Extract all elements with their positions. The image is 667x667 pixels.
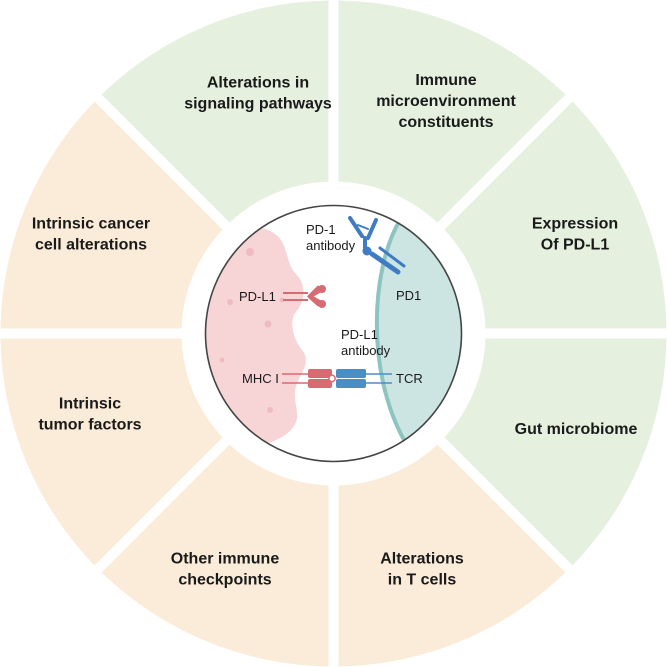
pdl1-antibody-label-line: PD-L1 xyxy=(341,327,378,342)
pd1-antibody-label-line: antibody xyxy=(306,238,356,253)
segment-label-line: checkpoints xyxy=(178,572,271,589)
segment-label-line: constituents xyxy=(398,114,493,131)
cell-dot xyxy=(267,407,273,413)
pd1-antibody-label: PD-1 antibody xyxy=(306,222,356,253)
segment-signaling xyxy=(338,0,566,223)
segment-label-line: microenvironment xyxy=(376,93,516,110)
cell-dot xyxy=(279,297,285,303)
segment-immune-micro xyxy=(444,101,667,329)
segment-cancer-cell xyxy=(101,0,329,223)
segment-label-line: Of PD-L1 xyxy=(541,237,610,254)
segment-label-tumor: Intrinsic tumor factors xyxy=(38,396,141,434)
tcr-label: TCR xyxy=(396,371,423,386)
segment-label-line: Gut microbiome xyxy=(515,421,638,438)
segment-label-signaling: Alterations in signaling pathways xyxy=(184,75,332,113)
segment-tcells xyxy=(101,444,329,667)
segment-labels: Alterations in signaling pathways Immune mi… xyxy=(32,72,638,589)
cell-dot xyxy=(227,299,233,305)
segment-label-checkpoints: Other immune checkpoints xyxy=(171,551,280,589)
segment-label-line: cell alterations xyxy=(35,237,147,254)
mhc-label: MHC I xyxy=(242,371,279,386)
pdl1-antibody-label-line: antibody xyxy=(341,343,391,358)
segment-label-cancer-cell: Intrinsic cancer cell alterations xyxy=(32,216,150,254)
segment-tumor xyxy=(0,101,223,329)
segment-label-line: Intrinsic cancer xyxy=(32,216,150,233)
segment-label-pdl1-expr: Expression Of PD-L1 xyxy=(532,216,618,254)
cell-dot xyxy=(219,357,225,363)
segment-label-line: Expression xyxy=(532,216,618,233)
segment-checkpoints xyxy=(0,338,223,566)
segment-label-line: Alterations xyxy=(380,551,464,568)
pdl1-receptor-icon xyxy=(283,285,326,308)
segment-gut xyxy=(338,444,566,667)
cell-dot xyxy=(246,248,254,256)
mhc-tcr-complex-icon xyxy=(282,369,392,388)
cell-dot xyxy=(264,320,272,328)
pd1-receptor-icon xyxy=(362,246,406,275)
pdl1-label: PD-L1 xyxy=(239,289,276,304)
segment-label-immune-micro: Immune microenvironment constituents xyxy=(376,72,516,131)
segment-label-line: Alterations in xyxy=(207,75,309,92)
segment-label-gut: Gut microbiome xyxy=(515,421,638,438)
cancer-cell xyxy=(205,205,306,462)
pd1-label: PD1 xyxy=(396,288,421,303)
segment-label-line: Immune xyxy=(415,72,476,89)
center-circle-border xyxy=(204,204,463,463)
segment-label-line: Other immune xyxy=(171,551,280,568)
pdl1-antibody-label: PD-L1 antibody xyxy=(341,327,391,358)
segment-label-line: signaling pathways xyxy=(184,96,332,113)
segment-label-line: Intrinsic xyxy=(59,396,121,413)
segment-pdl1-expr xyxy=(444,338,667,566)
pd1-antibody-label-line: PD-1 xyxy=(306,222,336,237)
segment-label-line: tumor factors xyxy=(38,417,141,434)
segment-label-line: in T cells xyxy=(388,572,457,589)
segment-label-tcells: Alterations in T cells xyxy=(380,551,464,589)
